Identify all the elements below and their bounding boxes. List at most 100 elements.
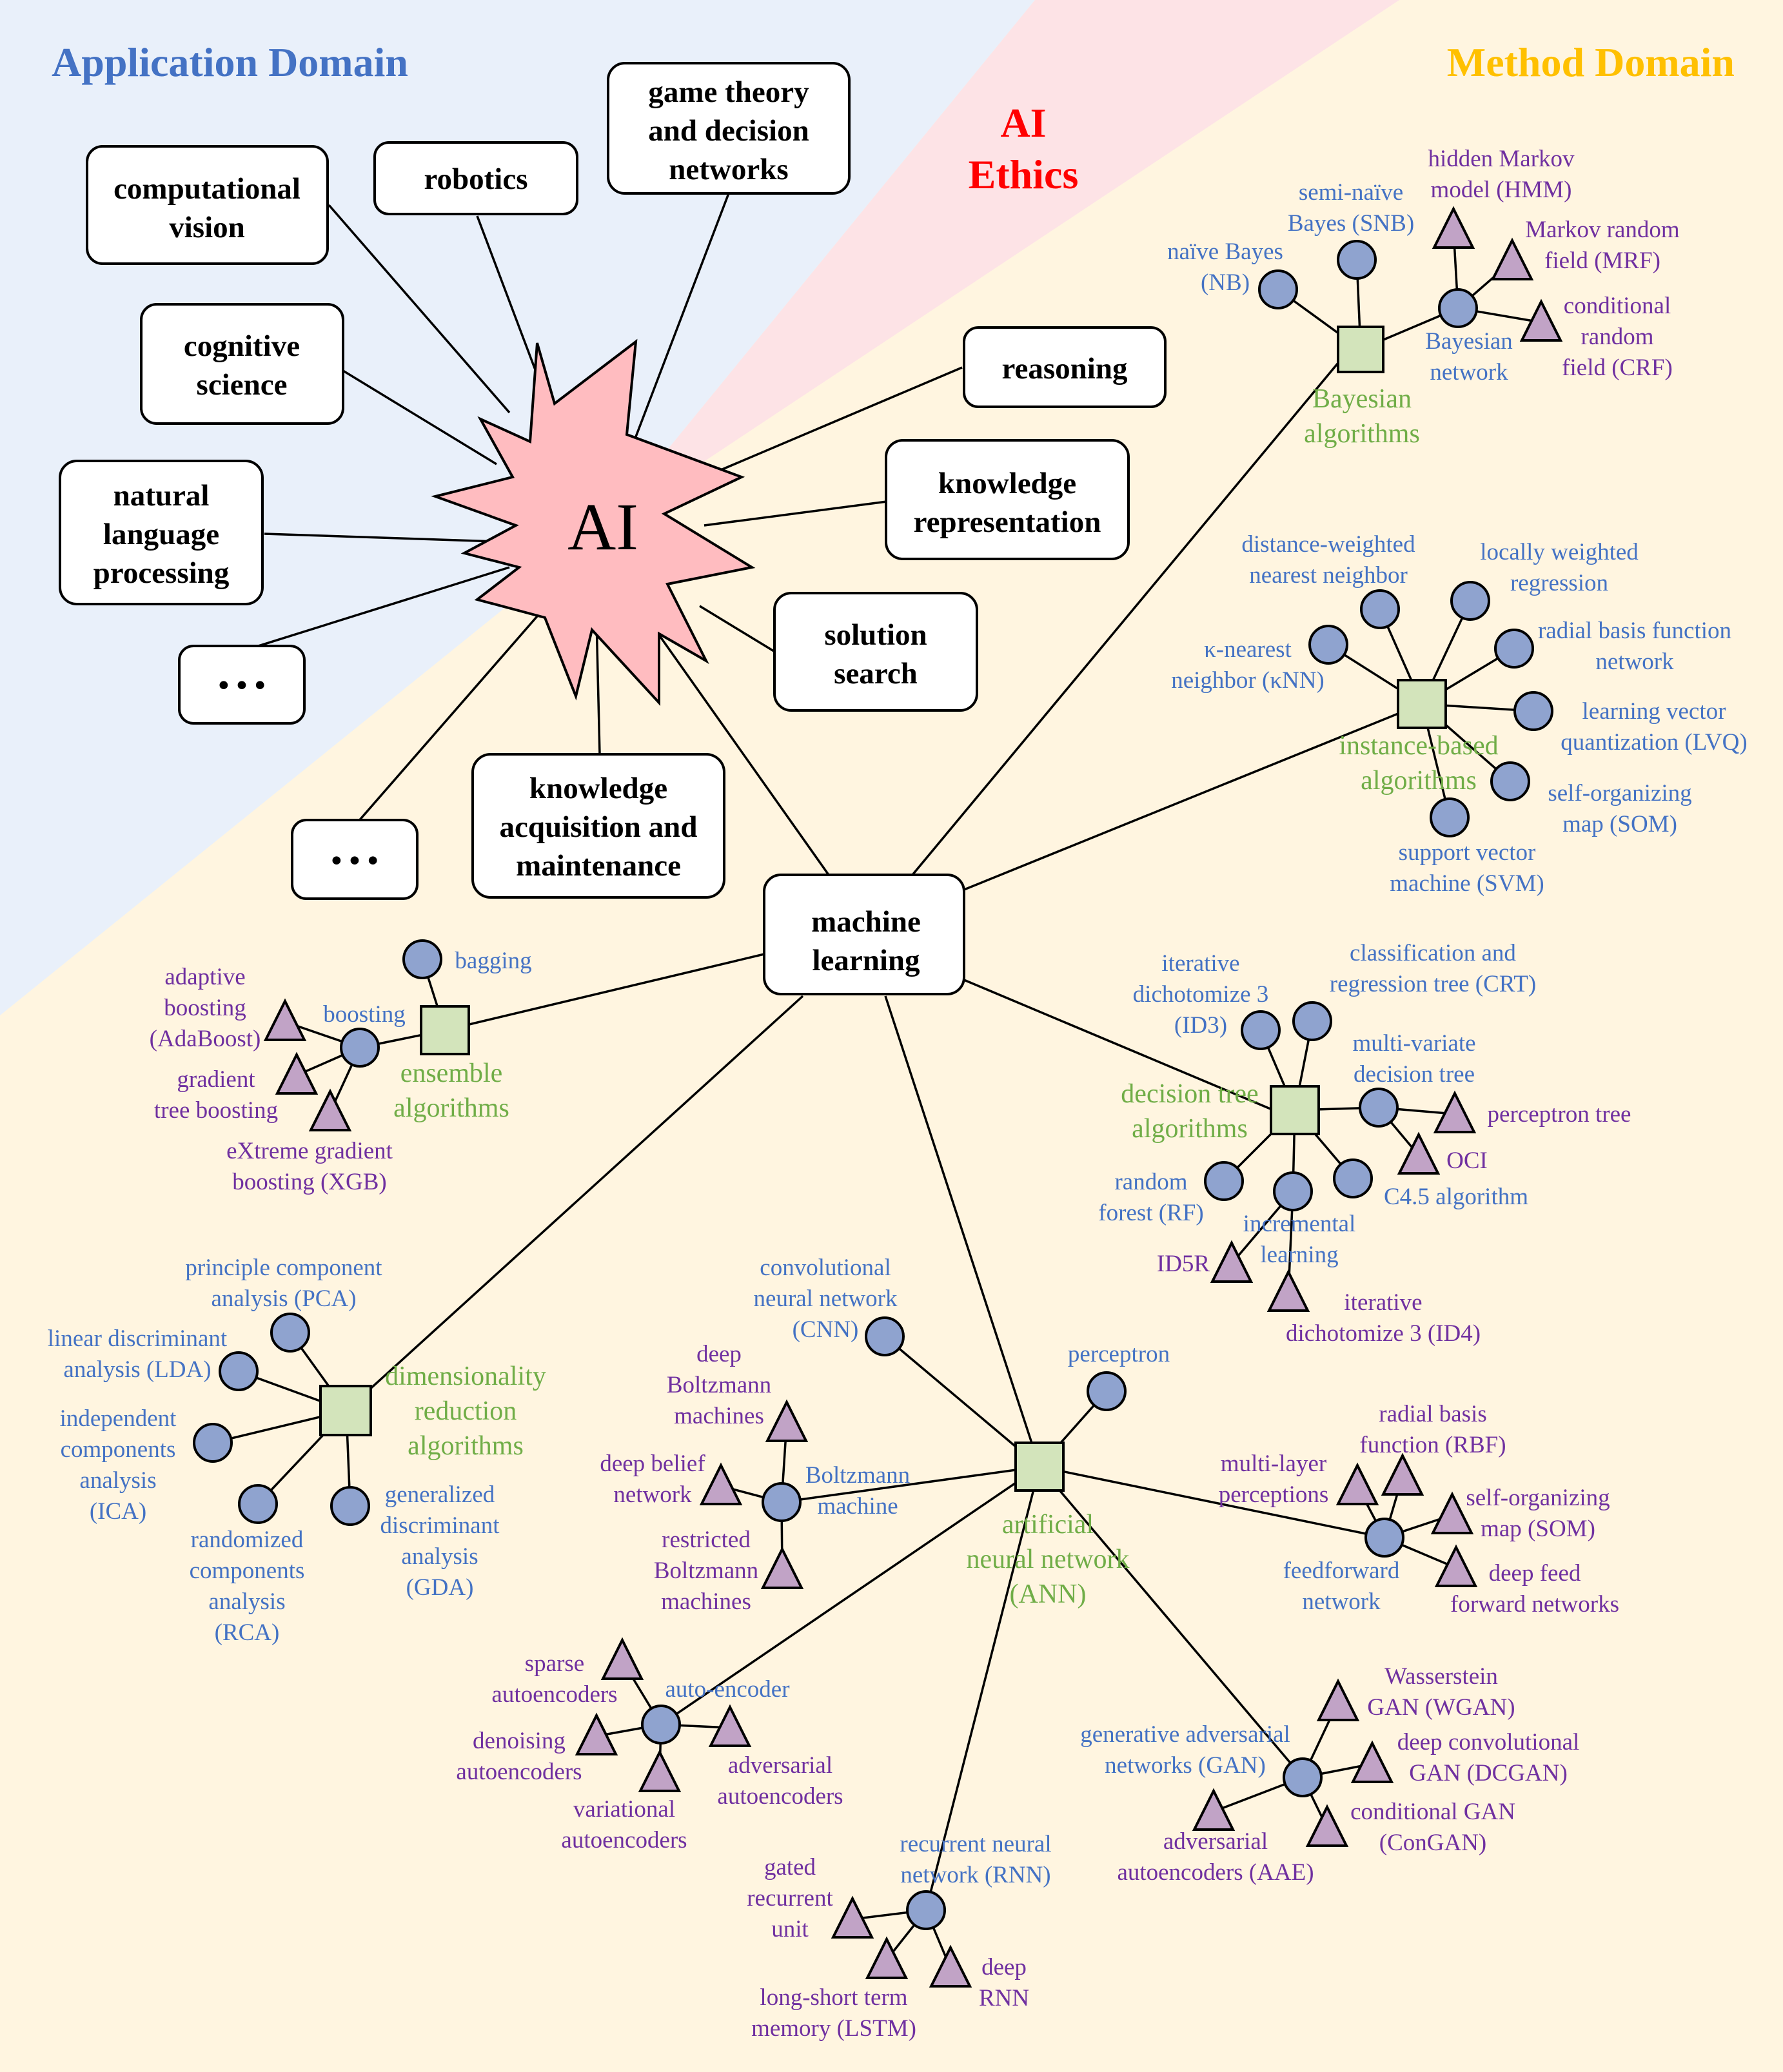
ann-label-line-3: (ANN) [1010, 1579, 1087, 1609]
bayesian-network-node [1438, 288, 1478, 328]
knn-node [1308, 625, 1348, 665]
gru-label-line-3: unit [771, 1916, 809, 1942]
deep-belief-label-line-2: network [613, 1481, 692, 1508]
perceptron-label-line-1: perceptron [1068, 1341, 1170, 1367]
deep-belief-node [699, 1462, 743, 1505]
oci-label: OCI [1446, 1148, 1488, 1174]
nlp-label-line-3: processing [94, 556, 230, 590]
multivariate-tree-label-line-2: decision tree [1354, 1061, 1475, 1088]
dcgan-label-line-2: GAN (DCGAN) [1409, 1760, 1568, 1786]
mlp-node [1335, 1462, 1379, 1505]
method-ellipsis-box [291, 819, 419, 900]
id4-label-line-1: iterative [1344, 1289, 1422, 1316]
robotics-label: robotics [424, 162, 527, 196]
restricted-boltzmann-label-line-2: Boltzmann [654, 1558, 758, 1584]
gradient-tree-boosting-label-line-2: tree boosting [154, 1097, 278, 1124]
congan-label: conditional GAN(ConGAN) [1350, 1799, 1515, 1856]
ensemble-algorithms-label-line-2: algorithms [393, 1093, 509, 1123]
perceptron-tree-label-line-1: perceptron tree [1488, 1101, 1631, 1128]
dimensionality-reduction-label-line-3: algorithms [408, 1431, 524, 1461]
crt-node [1292, 1001, 1332, 1041]
ethics-title-line1: AI [1000, 100, 1046, 146]
random-forest-node [1204, 1161, 1244, 1201]
rca-label-line-4: (RCA) [215, 1619, 280, 1646]
id3-label-line-3: (ID3) [1174, 1012, 1227, 1039]
rca-label-line-2: components [190, 1558, 305, 1584]
xgb-label-line-2: boosting (XGB) [232, 1169, 386, 1195]
deep-boltzmann-label-line-2: Boltzmann [667, 1372, 771, 1398]
submethod-nodes [263, 206, 1563, 1988]
svm-label-line-1: support vector [1399, 839, 1536, 866]
autoencoder-node [641, 1705, 681, 1745]
boltzmann-machine-label-line-1: Boltzmann [805, 1462, 910, 1489]
naive-bayes-label: naïve Bayes(NB) [1167, 239, 1283, 296]
gradient-tree-boosting-label-line-1: gradient [177, 1066, 255, 1093]
gda-label-line-3: analysis [401, 1543, 478, 1570]
crf-node [1519, 298, 1563, 342]
oci-label-line-1: OCI [1446, 1148, 1488, 1174]
oci-node [1397, 1131, 1441, 1175]
congan-label-line-2: (ConGAN) [1379, 1830, 1486, 1856]
method-ellipsis-label: • • • [331, 844, 379, 877]
rbf-label-line-2: function (RBF) [1359, 1432, 1506, 1458]
domain-titles: Application Domain Method Domain AI Ethi… [52, 39, 1735, 197]
knowledge-acquisition-box [471, 753, 725, 899]
svm-node [1430, 797, 1470, 837]
deep-boltzmann-node [765, 1399, 809, 1442]
ann-node [1014, 1442, 1065, 1492]
id4-node [1266, 1269, 1310, 1312]
game-theory-box [607, 62, 851, 195]
boosting-node [340, 1028, 380, 1068]
deep-feedforward-label-line-1: deep feed [1489, 1560, 1581, 1587]
nlp-label-line-1: natural [113, 479, 210, 513]
gda-node [330, 1486, 370, 1526]
gru-node [831, 1895, 874, 1939]
ai-center-label: AI [567, 490, 638, 564]
multivariate-tree-label-line-1: multi-variate [1352, 1030, 1475, 1057]
som-node [1490, 761, 1530, 801]
id5r-label-line-1: ID5R [1157, 1251, 1210, 1277]
lvq-label-line-1: learning vector [1582, 698, 1726, 725]
xgb-label-line-1: eXtreme gradient [226, 1138, 393, 1164]
bayesian-algorithms-label-line-1: Bayesian [1312, 384, 1412, 414]
game-theory-label-line-1: game theory [648, 75, 809, 109]
adversarial-ae-node [708, 1704, 752, 1747]
denoising-ae-label-line-1: denoising [473, 1728, 566, 1754]
hmm-label-line-1: hidden Markov [1428, 146, 1575, 172]
lstm-node [865, 1936, 909, 1979]
deep-feedforward-node [1434, 1544, 1478, 1587]
ann-label-line-2: neural network [966, 1545, 1129, 1574]
wgan-label-line-2: GAN (WGAN) [1367, 1694, 1515, 1721]
restricted-boltzmann-label-line-3: machines [661, 1588, 751, 1615]
ann-label-line-1: artificial [1002, 1510, 1094, 1539]
gru-label-line-2: recurrent [747, 1885, 833, 1911]
id5r-label: ID5R [1157, 1251, 1210, 1277]
ai-star-shape [431, 338, 756, 707]
feedforward-network-label-line-2: network [1302, 1588, 1381, 1615]
autoencoder-label-line-1: auto-encoder [665, 1676, 789, 1703]
ann-som-node [1430, 1491, 1474, 1534]
bagging-label: bagging [455, 948, 531, 974]
application-domain-title: Application Domain [52, 39, 408, 85]
rnn-label-line-1: recurrent neural [900, 1831, 1051, 1857]
solution-search-label-line-1: solution [824, 618, 927, 652]
